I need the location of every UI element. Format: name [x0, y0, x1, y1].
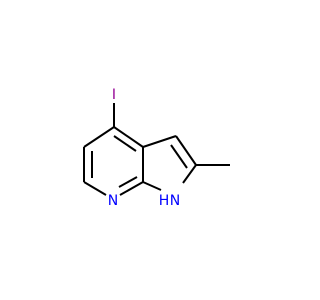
bond-c4-c5: [83, 126, 115, 148]
pyrrole-nitrogen-h-label: H: [159, 193, 170, 209]
bond-c3a-c4-inner: [113, 135, 137, 152]
bond-c3a-c4: [113, 126, 144, 148]
bond-n1-c7a: [142, 181, 162, 191]
bond-n7-c7a: [119, 181, 144, 196]
pyrrole-nitrogen-label: N: [170, 193, 180, 209]
bond-c3a-c3: [142, 135, 177, 148]
bond-c3-c2: [175, 135, 197, 166]
pyridine-nitrogen-label: N: [108, 193, 118, 209]
bond-c2-n1: [182, 164, 197, 184]
structure-svg: I N H N: [83, 87, 230, 209]
iodine-atom-label: I: [112, 87, 116, 103]
bond-n7-c7a-inner: [118, 176, 138, 188]
molecule-diagram: I N H N: [83, 87, 230, 209]
bond-c6-n7: [83, 181, 107, 196]
bond-c3-c2-inner: [170, 144, 188, 169]
